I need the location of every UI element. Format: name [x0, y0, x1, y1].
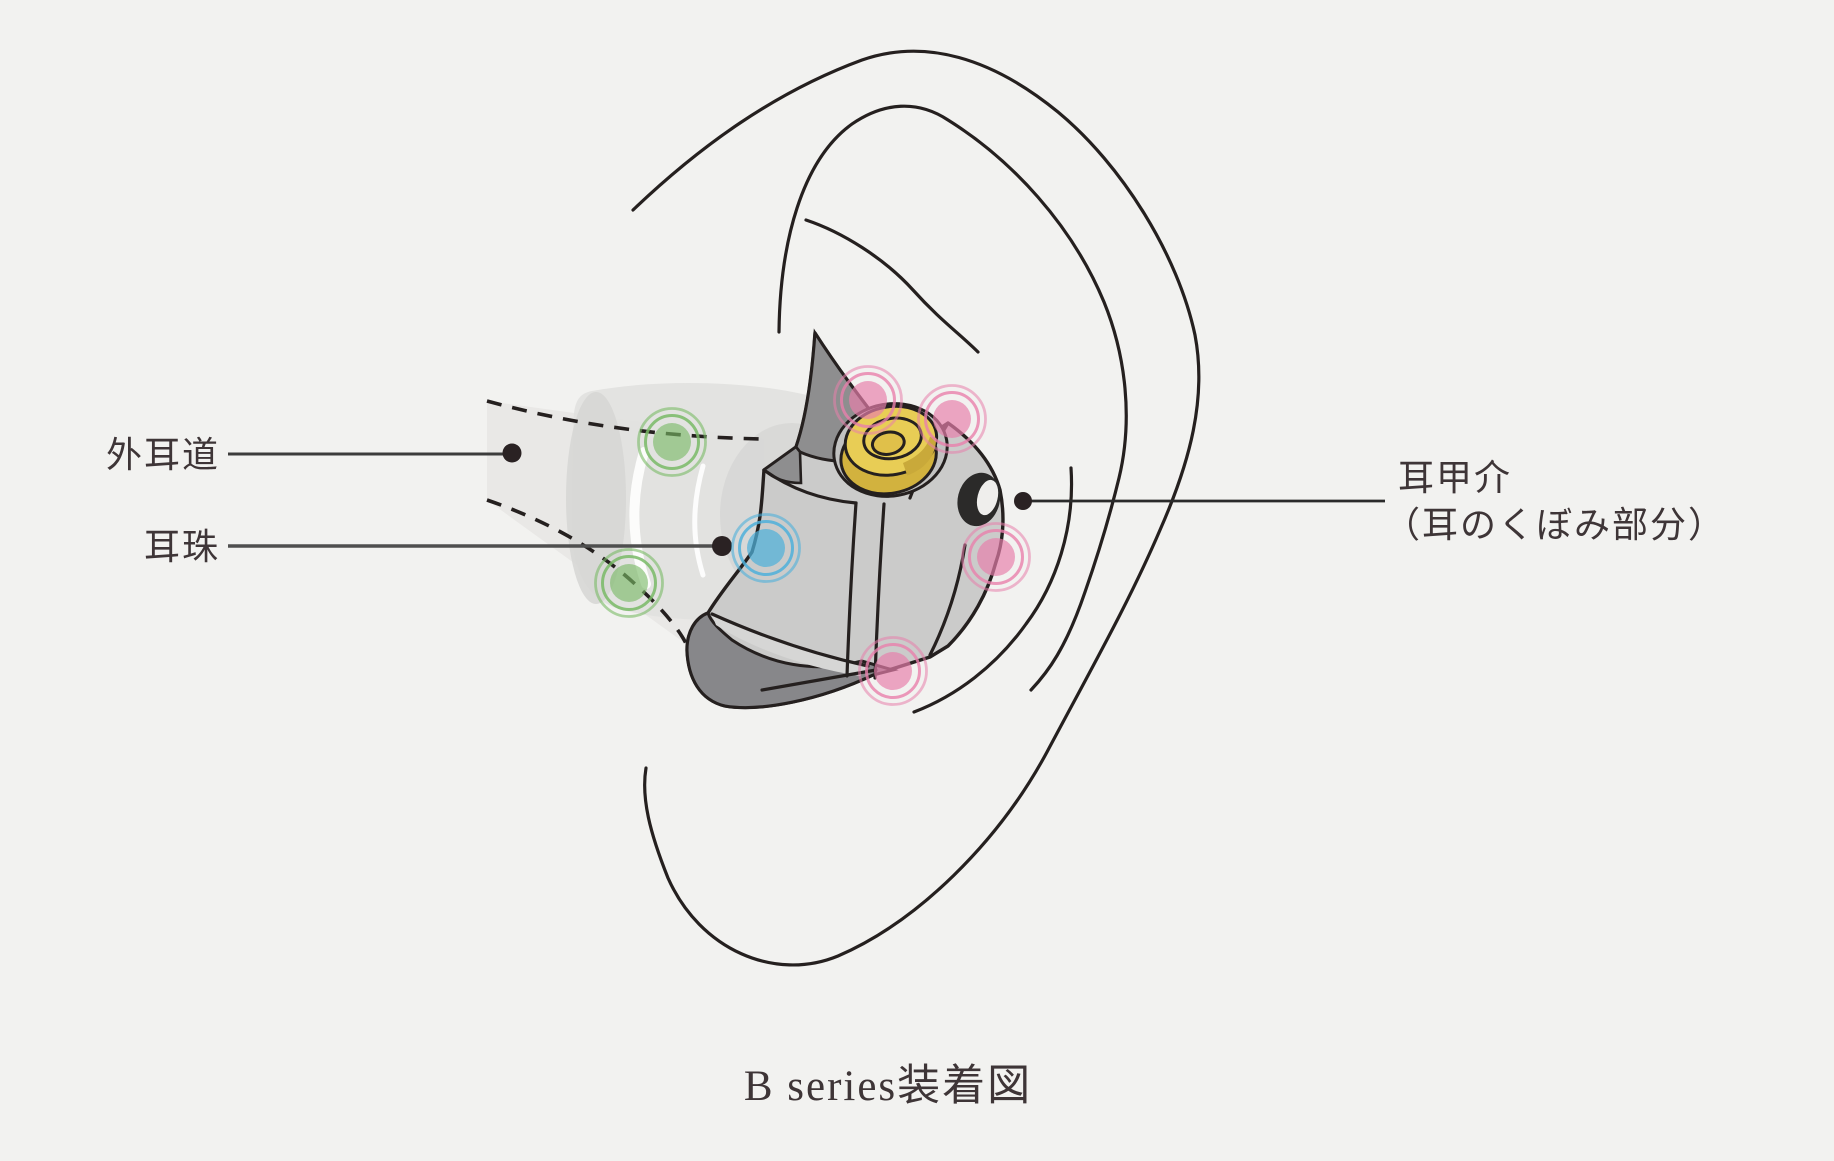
eartip-highlight-secondary [692, 463, 706, 578]
concha-leader-dot [1014, 492, 1032, 510]
facet-line-left [762, 468, 858, 505]
screw-spiral-inner [870, 430, 906, 456]
leader-lines [228, 443, 1385, 556]
pink-contact-marker-bottom [858, 636, 928, 706]
green-contact-marker-upper [637, 407, 707, 477]
inner-helix-curve [777, 104, 1128, 692]
eartip-rim-shade [566, 392, 626, 604]
label-concha-line2: （耳のくぼみ部分） [1384, 505, 1726, 545]
shell-bottom-wedge-highlight [712, 615, 868, 676]
pink-contact-marker-topright [917, 384, 987, 454]
label-ear-canal: 外耳道 [106, 435, 220, 475]
labels: 外耳道 耳珠 耳甲介 （耳のくぼみ部分） B series装着図 [106, 435, 1726, 1110]
green-contact-marker-lower [594, 548, 664, 618]
facet-line-center-a [845, 501, 858, 678]
ear-canal-leader-dot [502, 443, 522, 463]
screw-side-shade [902, 436, 937, 476]
tragus-leader-dot [712, 536, 732, 556]
earphone-shell [685, 328, 1005, 710]
contact-markers [594, 365, 1031, 706]
pink-contact-marker-top [833, 365, 903, 435]
ear-outline [631, 49, 1201, 967]
blue-contact-marker [731, 513, 801, 583]
shell-bottom-dark-facet [685, 611, 899, 710]
diagram-caption: B series装着図 [744, 1063, 1032, 1110]
label-tragus: 耳珠 [144, 527, 220, 567]
vent-hole [957, 472, 1001, 527]
shell-bottom-edge-line [710, 612, 870, 668]
label-concha-line1: 耳甲介 [1398, 458, 1512, 498]
helix-and-lobe-curve [631, 49, 1201, 967]
facet-line-center-b [873, 502, 886, 680]
canal-wall-upper-dashed [486, 399, 765, 441]
pink-contact-marker-right [961, 522, 1031, 592]
concha-rim-curve [912, 466, 1074, 714]
shell-bottom-hatch-line [760, 668, 878, 692]
antihelix-branch-curve [804, 218, 980, 354]
